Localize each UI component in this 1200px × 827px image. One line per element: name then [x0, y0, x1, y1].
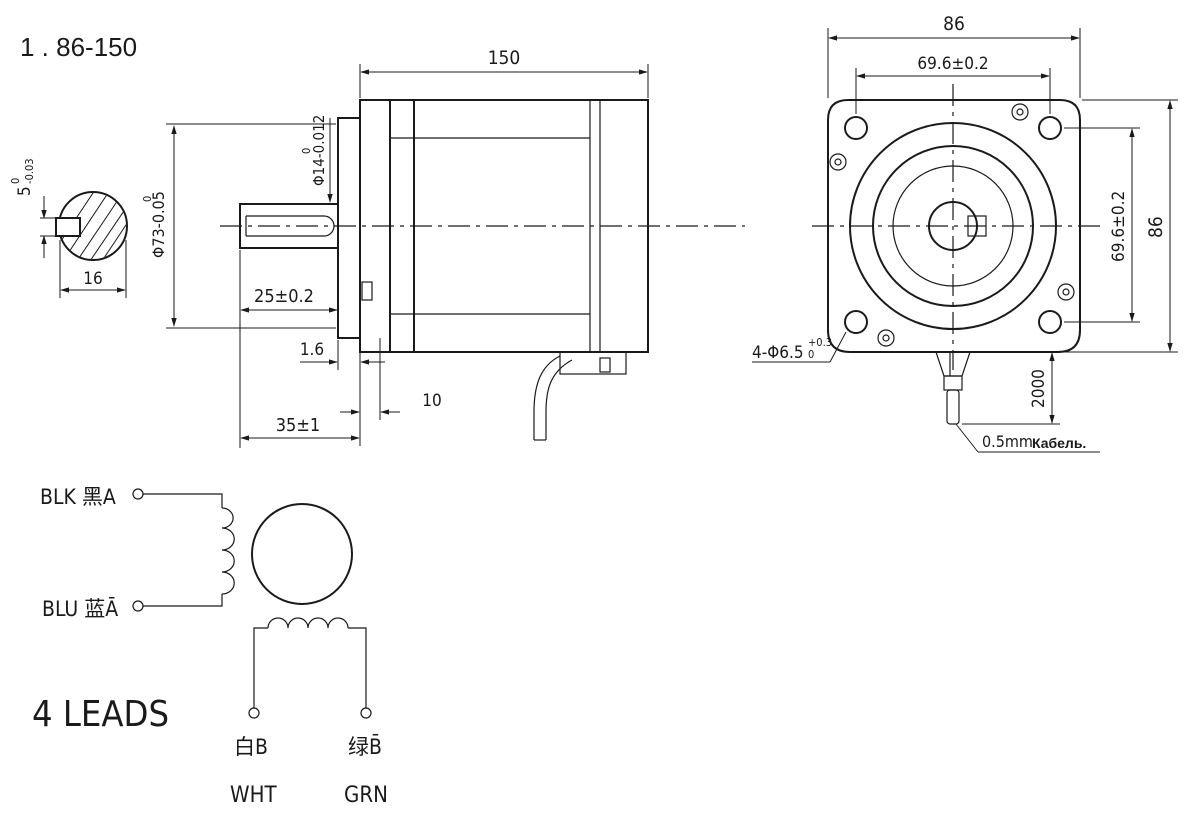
- gap-label: 10: [422, 391, 441, 411]
- cable-word-label: Кабель.: [1032, 435, 1086, 451]
- shaft-section: 16 5 0 -0.03: [9, 158, 128, 298]
- coil-a-start-label: BLK 黑A: [40, 485, 116, 509]
- coil-b-end-cn: 绿B̄: [348, 734, 382, 759]
- key-tol-bottom: -0.03: [23, 158, 36, 184]
- flange-tol-top: 0: [141, 196, 154, 202]
- coil-a: [221, 507, 235, 595]
- coil-b-end-en: GRN: [344, 783, 388, 808]
- rotor-circle: [251, 503, 353, 605]
- hole-spacing-v-label: 69.6±0.2: [1109, 191, 1129, 262]
- flange-diameter-label: Φ73-0.05: [149, 191, 168, 258]
- key-length-label: 25±0.2: [254, 286, 314, 307]
- hole-spacing-h-label: 69.6±0.2: [917, 54, 988, 74]
- terminal-blk: [132, 488, 144, 500]
- key-width-label: 5: [15, 186, 35, 196]
- terminal-wht: [248, 707, 260, 719]
- width-label: 86: [943, 13, 965, 35]
- coil-b-start-en: WHT: [230, 783, 277, 808]
- coil-b-start-cn: 白B: [234, 735, 268, 759]
- model-title: 1 . 86-150: [20, 32, 137, 62]
- holes-label: 4-Φ6.5: [752, 343, 804, 363]
- cable-spec-label: 0.5mm: [982, 432, 1033, 451]
- shaft-tol-top: 0: [300, 148, 313, 154]
- section-flat-label: 16: [83, 269, 102, 289]
- terminal-blu: [132, 600, 144, 612]
- wiring-diagram: BLK 黑A BLU 蓝Ā 白B WHT 绿B̄ GRN 4 LEADS: [32, 485, 388, 808]
- flange-thickness-label: 1.6: [300, 340, 324, 360]
- holes-tol-bottom: 0: [808, 348, 814, 361]
- coil-a-end-label: BLU 蓝Ā: [42, 597, 118, 621]
- height-label: 86: [1145, 216, 1167, 238]
- key-tol-top: 0: [9, 178, 22, 184]
- shaft-diameter-label: Φ14-0.012: [310, 115, 328, 186]
- holes-tol-top: +0.3: [808, 336, 832, 349]
- screw-icon: [829, 103, 1075, 347]
- leads-title: 4 LEADS: [32, 694, 169, 735]
- coil-b: [267, 617, 349, 629]
- terminal-grn: [360, 707, 372, 719]
- side-view: 150 Φ73-0.05 0 Φ14-0.012 0 25±0.2 1.6 10: [141, 47, 745, 448]
- front-view: 86 69.6±0.2 69.6±0.2 86 4-Φ6.5 +0.3 0 20…: [752, 13, 1178, 453]
- cable-length-label: 2000: [1029, 369, 1049, 408]
- shaft-length-label: 35±1: [276, 415, 320, 436]
- length-label: 150: [488, 47, 521, 69]
